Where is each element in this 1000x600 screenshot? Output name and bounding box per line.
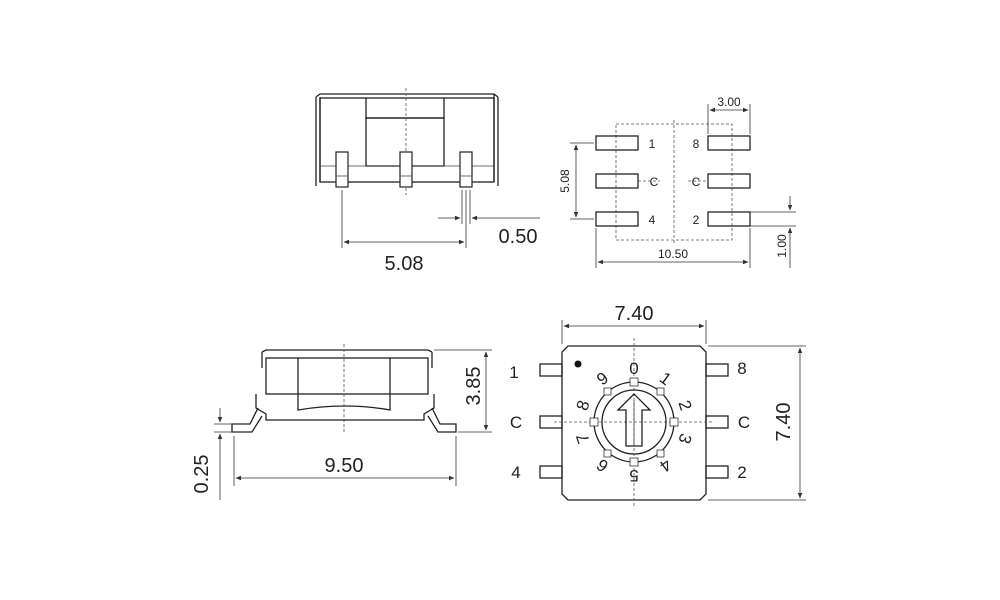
- dial-number-4: 4: [656, 455, 675, 476]
- dim-pitch-label: 5.08: [385, 253, 424, 275]
- dial-number-9: 9: [593, 368, 612, 389]
- dim-total-width-label: 10.50: [658, 247, 688, 261]
- dial-number-5: 5: [629, 466, 638, 485]
- footprint-pin-c-left: C: [650, 175, 659, 189]
- footprint-pin-c-right: C: [692, 175, 701, 189]
- footprint-pin-8: 8: [693, 137, 700, 151]
- top-view-pin-c-right: C: [738, 413, 750, 432]
- dim-pad-pitch-label: 5.08: [558, 169, 572, 193]
- dim-lead-width-label: 0.50: [499, 226, 538, 248]
- dim-pad-width-label: 3.00: [717, 95, 741, 109]
- top-view-pin-1: 1: [509, 363, 518, 382]
- footprint-pin-2: 2: [693, 213, 700, 227]
- top-view-pin-8: 8: [737, 359, 746, 378]
- dial-number-6: 6: [593, 455, 612, 476]
- pcb-footprint: [570, 104, 796, 268]
- footprint-pin-4: 4: [649, 213, 656, 227]
- dim-top-width-label: 7.40: [615, 303, 654, 325]
- top-view-pin-4: 4: [511, 463, 520, 482]
- dial-number-2: 2: [674, 398, 695, 413]
- side-view-top: [315, 88, 540, 248]
- dial-number-3: 3: [674, 431, 695, 446]
- footprint-pin-1: 1: [649, 137, 656, 151]
- dim-length-label: 9.50: [325, 455, 364, 477]
- dim-pad-height-label: 1.00: [775, 234, 789, 258]
- top-view-pin-2: 2: [737, 463, 746, 482]
- dial-number-0: 0: [629, 359, 638, 378]
- dial-number-1: 1: [656, 368, 675, 389]
- side-view-bottom: [214, 344, 492, 500]
- dim-standoff-label: 0.25: [191, 455, 213, 494]
- dim-height-label: 3.85: [463, 367, 485, 406]
- top-view: [539, 320, 806, 508]
- dial-number-8: 8: [573, 398, 594, 413]
- dial-number-7: 7: [573, 431, 594, 446]
- dim-top-height-label: 7.40: [773, 403, 795, 442]
- top-view-pin-c-left: C: [510, 413, 522, 432]
